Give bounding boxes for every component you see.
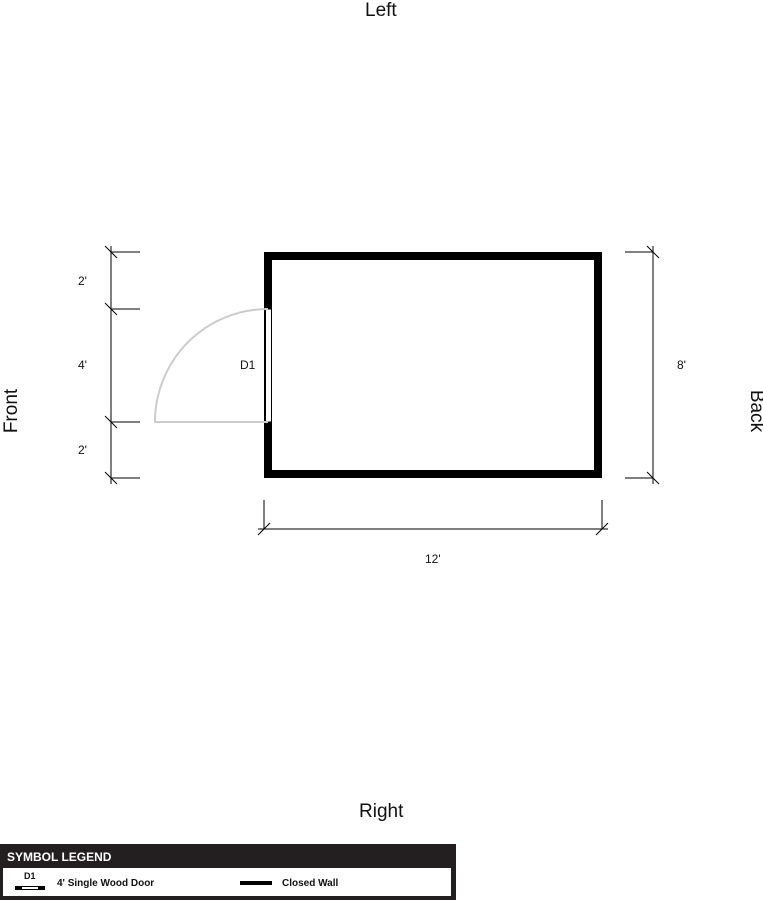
dim-front-top: 2' — [78, 274, 87, 288]
legend-wall-label: Closed Wall — [282, 878, 339, 889]
width-dimension — [257, 500, 609, 536]
legend-title: SYMBOL LEGEND — [7, 850, 112, 864]
back-dimension — [625, 245, 660, 485]
door-tag: D1 — [240, 358, 256, 372]
door-swing-arc — [153, 308, 269, 423]
dim-front-bottom: 2' — [78, 443, 87, 457]
symbol-legend: SYMBOL LEGEND D1 4' Single Wood Door Clo… — [0, 844, 456, 900]
side-label-left: Left — [365, 0, 397, 21]
dim-back: 8' — [677, 358, 686, 372]
door-opening — [265, 308, 272, 423]
dim-front-door: 4' — [78, 358, 87, 372]
wall-symbol-icon — [240, 881, 272, 885]
closed-wall — [264, 252, 602, 478]
side-label-right: Right — [359, 801, 404, 822]
front-dimension — [104, 245, 140, 485]
floor-plan: D1 2' 4' 2' 8' 12' — [78, 245, 686, 566]
door-symbol-icon: D1 — [15, 871, 45, 891]
dim-width: 12' — [425, 552, 441, 566]
legend-door-tag: D1 — [24, 871, 36, 881]
legend-door-label: 4' Single Wood Door — [57, 878, 155, 889]
